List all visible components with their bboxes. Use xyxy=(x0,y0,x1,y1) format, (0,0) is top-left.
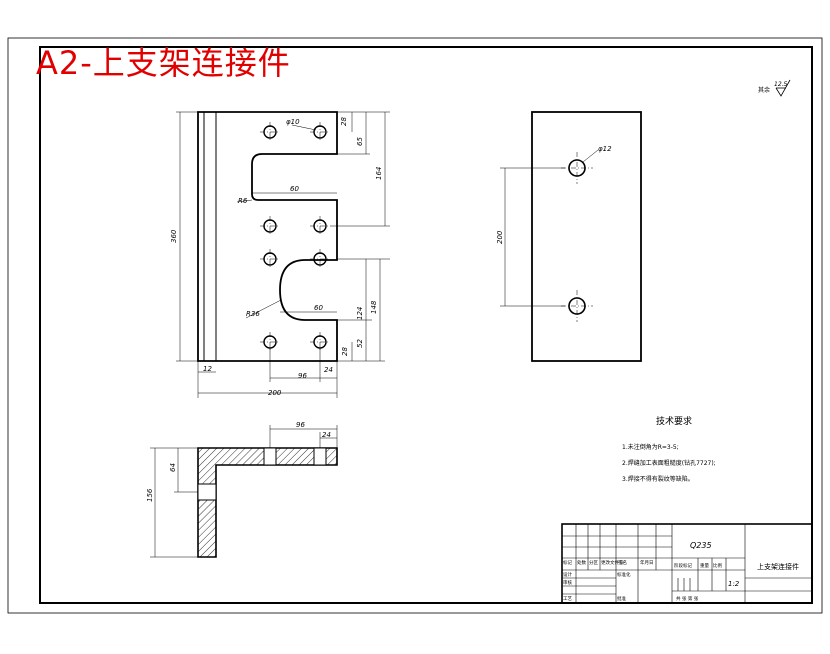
front-view: φ10 28 65 164 60 R6 360 R36 60 124 148 5… xyxy=(170,111,390,398)
svg-text:60: 60 xyxy=(290,185,299,193)
svg-text:φ12: φ12 xyxy=(598,145,612,153)
svg-text:设计: 设计 xyxy=(563,571,572,578)
svg-text:R36: R36 xyxy=(246,310,260,318)
svg-text:年月日: 年月日 xyxy=(640,559,654,566)
svg-text:64: 64 xyxy=(169,463,177,472)
svg-text:200: 200 xyxy=(268,389,282,397)
svg-text:156: 156 xyxy=(146,488,154,502)
svg-text:96: 96 xyxy=(298,372,307,380)
svg-text:共 张 第 张: 共 张 第 张 xyxy=(676,595,699,602)
side-view: φ12 200 xyxy=(496,111,642,362)
tech-item: 2.焊缝加工表面粗糙度(钻孔7727); xyxy=(622,459,716,467)
tech-item: 1.未注倒角为R=3-5; xyxy=(622,443,679,451)
svg-text:阶段标记: 阶段标记 xyxy=(674,562,692,569)
svg-text:148: 148 xyxy=(370,300,378,314)
svg-text:164: 164 xyxy=(375,167,383,180)
section-view: 96 24 64 156 xyxy=(146,421,338,558)
drawing-title: A2-上支架连接件 xyxy=(36,44,291,82)
svg-text:重量: 重量 xyxy=(700,562,709,569)
svg-text:其余: 其余 xyxy=(758,86,770,94)
svg-text:比例: 比例 xyxy=(713,562,722,569)
title-block: Q235 上支架连接件 阶段标记 重量 比例 1:2 共 张 第 张 标记 处数… xyxy=(561,523,813,604)
svg-text:360: 360 xyxy=(170,229,178,243)
material-label: Q235 xyxy=(690,541,712,550)
svg-text:65: 65 xyxy=(356,137,364,146)
svg-text:审核: 审核 xyxy=(563,579,572,586)
svg-text:60: 60 xyxy=(314,304,323,312)
tech-item: 3.焊接不得有裂纹等缺陷。 xyxy=(622,475,694,483)
tech-requirements: 技术要求 1.未注倒角为R=3-5; 2.焊缝加工表面粗糙度(钻孔7727); … xyxy=(622,415,716,483)
svg-text:签名: 签名 xyxy=(618,559,627,566)
svg-text:52: 52 xyxy=(356,339,364,348)
svg-text:R6: R6 xyxy=(238,197,248,205)
svg-text:24: 24 xyxy=(322,431,331,439)
tech-heading: 技术要求 xyxy=(656,415,692,427)
svg-text:96: 96 xyxy=(296,421,305,429)
svg-text:28: 28 xyxy=(341,347,349,356)
outer-border xyxy=(7,37,823,614)
scale-value: 1:2 xyxy=(728,580,740,588)
svg-text:24: 24 xyxy=(324,366,333,374)
part-name-label: 上支架连接件 xyxy=(757,562,799,571)
svg-text:工艺: 工艺 xyxy=(563,596,572,602)
svg-text:28: 28 xyxy=(340,117,348,126)
svg-text:φ10: φ10 xyxy=(286,118,300,126)
svg-text:更改文件号: 更改文件号 xyxy=(601,559,624,566)
svg-text:12: 12 xyxy=(203,365,212,373)
drawing-frame xyxy=(39,46,813,604)
svg-text:分区: 分区 xyxy=(589,559,598,566)
roughness-symbol: 其余 12.5 xyxy=(758,79,791,97)
svg-text:处数: 处数 xyxy=(577,559,586,566)
svg-text:12.5: 12.5 xyxy=(774,81,788,88)
svg-text:标记: 标记 xyxy=(563,559,572,566)
svg-text:124: 124 xyxy=(356,307,364,320)
svg-text:标准化: 标准化 xyxy=(617,571,631,578)
svg-text:批准: 批准 xyxy=(617,595,626,602)
svg-text:200: 200 xyxy=(496,230,504,244)
